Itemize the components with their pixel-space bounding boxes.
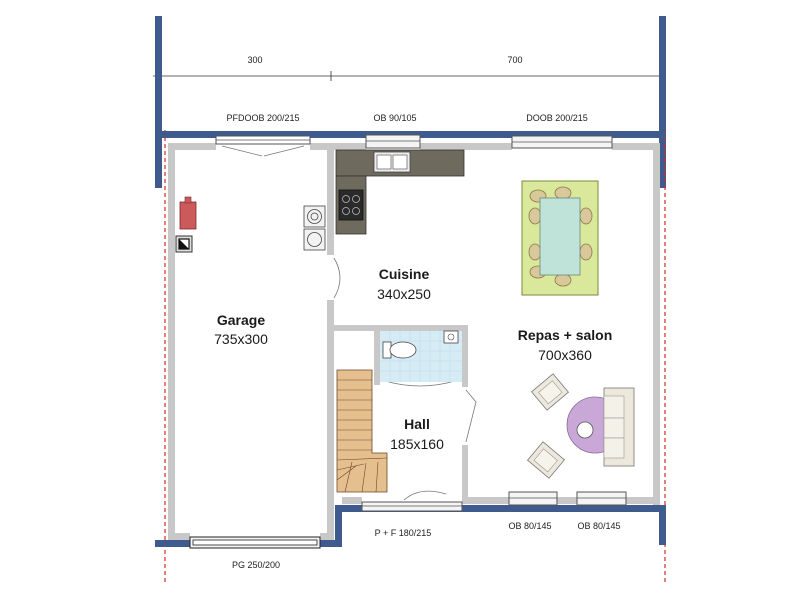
interior-walls bbox=[168, 143, 660, 540]
garage-top-door bbox=[215, 135, 311, 157]
dryer-icon bbox=[303, 228, 326, 251]
opening-label-bottom-window-2: OB 80/145 bbox=[577, 521, 620, 531]
toilet-icon bbox=[382, 341, 417, 359]
opening-label-garage-top-door: PFDOOB 200/215 bbox=[226, 113, 299, 123]
room-garage: Garage 735x300 bbox=[214, 312, 268, 347]
right-boundary-wall bbox=[659, 16, 666, 188]
living-top-window bbox=[511, 135, 613, 149]
opening-label-garage-bottom-door: PG 250/200 bbox=[232, 560, 280, 570]
left-boundary-wall bbox=[155, 16, 162, 188]
room-size-cuisine: 340x250 bbox=[377, 286, 431, 302]
dimension-left: 300 bbox=[247, 55, 262, 65]
staircase-icon bbox=[336, 369, 388, 493]
room-name-garage: Garage bbox=[217, 312, 265, 328]
boiler-icon bbox=[179, 201, 197, 230]
opening-label-kitchen-window: OB 90/105 bbox=[373, 113, 416, 123]
dimension-line: 300 700 bbox=[153, 55, 664, 81]
washing-machine-icon bbox=[303, 205, 326, 228]
dining-table-icon bbox=[521, 180, 599, 296]
room-size-garage: 735x300 bbox=[214, 331, 268, 347]
bottom-window-2 bbox=[576, 491, 627, 506]
room-cuisine: Cuisine 340x250 bbox=[377, 266, 431, 302]
garage-door-swing bbox=[333, 257, 341, 299]
opening-label-living-top-window: DOOB 200/215 bbox=[526, 113, 588, 123]
armchair-icon bbox=[526, 441, 566, 479]
cooktop-icon bbox=[338, 189, 364, 221]
entry-door bbox=[361, 490, 463, 512]
electrical-panel-icon bbox=[175, 235, 193, 253]
bottom-window-1 bbox=[508, 491, 558, 506]
opening-label-entry-door: P + F 180/215 bbox=[375, 528, 432, 538]
opening-label-bottom-window-1: OB 80/145 bbox=[508, 521, 551, 531]
sink-icon bbox=[373, 151, 411, 173]
dimension-right: 700 bbox=[507, 55, 522, 65]
sofa-icon bbox=[603, 387, 635, 467]
room-size-hall: 185x160 bbox=[390, 436, 444, 452]
room-name-hall: Hall bbox=[404, 416, 430, 432]
kitchen-window bbox=[365, 134, 421, 149]
coffee-table-icon bbox=[576, 421, 594, 439]
hall-door-swing bbox=[465, 389, 477, 443]
room-size-repas-salon: 700x360 bbox=[538, 347, 592, 363]
garage-bottom-door bbox=[189, 536, 321, 549]
room-name-cuisine: Cuisine bbox=[379, 266, 430, 282]
armchair-icon bbox=[530, 373, 570, 411]
room-hall: Hall 185x160 bbox=[390, 416, 444, 452]
room-name-repas-salon: Repas + salon bbox=[518, 327, 613, 343]
washbasin-icon bbox=[443, 330, 459, 344]
room-repas-salon: Repas + salon 700x360 bbox=[518, 327, 613, 363]
